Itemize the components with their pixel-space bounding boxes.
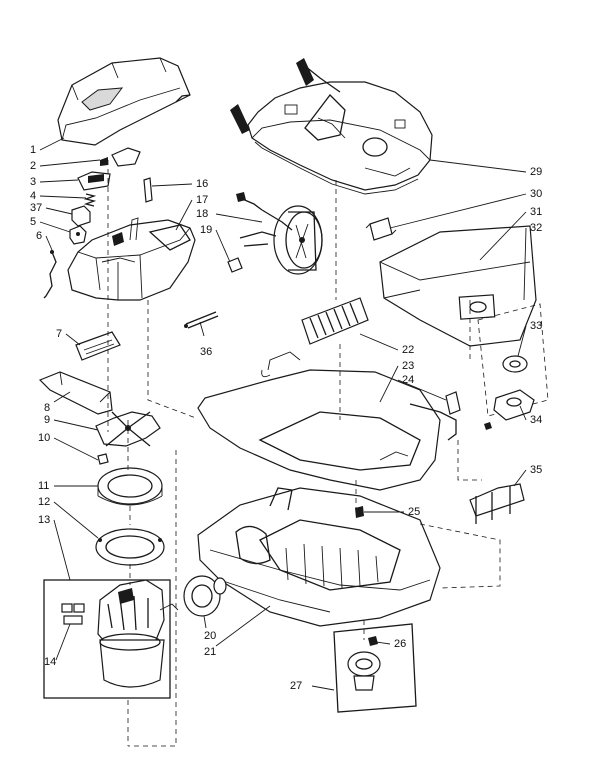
part-27-caster-box [333,623,417,713]
label-part-8: 8 [44,402,51,414]
part-23-frame [197,351,441,491]
part-12-gasket [95,528,165,566]
label-part-25: 25 [408,506,421,518]
part-35-bracket [469,483,525,524]
label-part-24: 24 [402,374,415,386]
part-4-spring [83,193,97,207]
label-part-33: 33 [530,320,543,332]
part-21-base [197,487,441,627]
label-part-29: 29 [530,166,543,178]
part-2-clip [100,147,141,167]
part-5-knob [69,225,87,245]
part-34-bag-mount [484,389,535,430]
part-33-grommet [502,355,528,373]
part-11-ring [97,467,163,506]
part-3-switch [77,171,111,191]
label-part-22: 22 [402,344,415,356]
label-part-16: 16 [196,178,209,190]
part-26-caster [347,636,381,691]
label-part-1: 1 [30,144,37,156]
part-29-upper-housing [230,58,433,195]
label-part-20: 20 [204,630,217,642]
part-25-screw [355,506,364,518]
part-1-top-cover [57,57,191,146]
label-part-34: 34 [530,414,543,426]
label-part-30: 30 [530,188,543,200]
label-part-36: 36 [200,346,213,358]
label-part-4: 4 [30,190,37,202]
part-17-motor-housing [67,217,196,301]
label-part-35: 35 [530,464,543,476]
part-37-block [71,205,91,227]
part-22-grille [301,297,369,345]
label-part-10: 10 [38,432,51,444]
guide-lines [107,160,501,747]
part-30-clip [365,217,397,241]
part-36-tube [184,311,219,329]
label-part-17: 17 [196,194,209,206]
part-8-plate [38,371,113,415]
label-part-26: 26 [394,638,407,650]
part-19-plug [227,257,243,273]
part-32-bag-holder-box [477,303,549,417]
part-14-brushes [61,603,85,625]
label-part-6: 6 [36,230,43,242]
part-20-wheel [183,575,227,617]
label-part-12: 12 [38,496,51,508]
part-16-pin [143,177,153,203]
part-24-switch [409,391,461,441]
label-part-11: 11 [38,480,50,492]
label-part-32: 32 [530,222,543,234]
leader-lines [39,137,527,691]
label-part-31: 31 [530,206,543,218]
part-18-cord-reel [236,192,323,275]
label-part-37: 37 [30,202,43,214]
label-part-13: 13 [38,514,51,526]
label-part-18: 18 [196,208,209,220]
label-part-14: 14 [44,656,57,668]
label-part-19: 19 [200,224,213,236]
part-10-nut [97,453,109,465]
part-13-motor [97,579,179,688]
label-part-2: 2 [30,160,37,172]
label-part-23: 23 [402,360,415,372]
part-7-filter [75,331,121,361]
label-part-21: 21 [204,646,217,658]
label-part-7: 7 [56,328,63,340]
label-part-3: 3 [30,176,37,188]
label-part-5: 5 [30,216,37,228]
label-part-9: 9 [44,414,51,426]
part-6-wire [43,250,57,299]
part-31-dust-bag [379,225,537,347]
label-part-27: 27 [290,680,303,692]
part-13-motor-box [43,579,171,699]
